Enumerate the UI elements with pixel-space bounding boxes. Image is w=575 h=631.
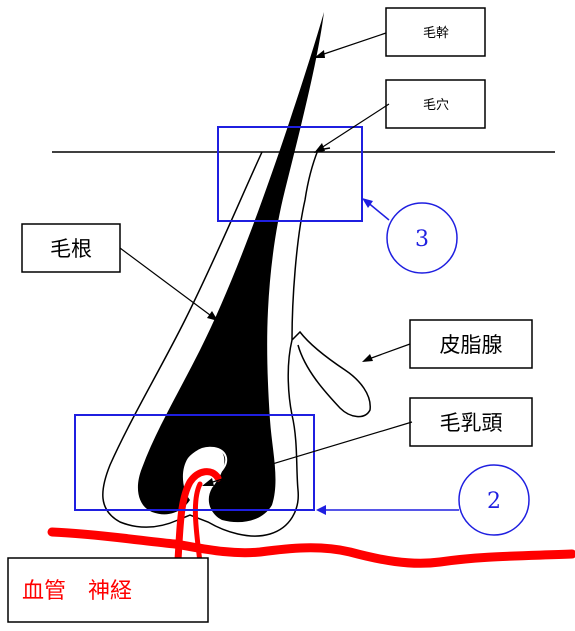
highlight-box-3 (217, 126, 363, 222)
label-blood-vessel-nerve: 血管 神経 (7, 557, 209, 623)
svg-text:毛乳頭: 毛乳頭 (440, 411, 503, 435)
label-hair-root: 毛根 (21, 223, 121, 273)
arrowhead-marker-3 (362, 198, 373, 208)
leader-pore (317, 103, 390, 151)
svg-text:皮脂腺: 皮脂腺 (440, 333, 503, 357)
leader-sebaceous-gland (365, 343, 411, 361)
label-dermal-papilla: 毛乳頭 (409, 397, 533, 447)
label-hair-shaft: 毛幹 (385, 7, 486, 57)
hair-shaft-and-bulb (137, 12, 324, 523)
svg-text:2: 2 (487, 489, 501, 514)
leader-dermal-papilla (205, 421, 413, 485)
leader-hair-root (119, 247, 215, 319)
svg-text:毛穴: 毛穴 (423, 98, 449, 113)
follicle-outline (102, 147, 371, 537)
arrowhead-hair-root (207, 311, 218, 321)
blood-vessel-branch-up (174, 468, 222, 564)
arrowhead-sebaceous-gland (362, 354, 373, 362)
highlight-box-2 (74, 414, 315, 511)
blood-vessel-nerve-line (47, 527, 575, 568)
arrowhead-dermal-papilla (202, 478, 214, 486)
svg-text:毛幹: 毛幹 (423, 25, 449, 41)
leader-hair-shaft (317, 32, 387, 57)
marker-circle-2: 2 (458, 464, 530, 536)
label-pore: 毛穴 (385, 79, 486, 129)
label-sebaceous-gland: 皮脂腺 (409, 319, 533, 369)
svg-text:毛根: 毛根 (50, 237, 92, 261)
arrowhead-marker-2 (316, 505, 326, 515)
blood-vessel-branch-loop (192, 481, 203, 565)
marker-circle-3: 3 (386, 202, 458, 274)
arrowhead-pore (314, 143, 325, 153)
svg-text:3: 3 (415, 227, 429, 252)
svg-text:血管 神経: 血管 神経 (22, 579, 132, 604)
arrowhead-hair-shaft (314, 50, 325, 58)
